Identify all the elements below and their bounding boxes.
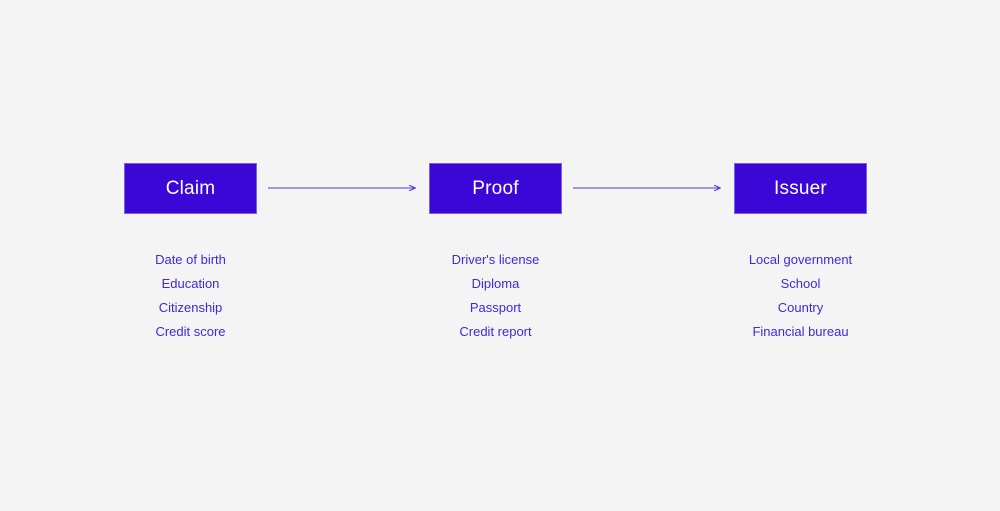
list-item: Citizenship xyxy=(158,300,223,315)
list-item: Diploma xyxy=(471,276,520,291)
list-item: Local government xyxy=(748,252,853,267)
connector-claim-to-proof xyxy=(268,181,423,195)
list-item: Financial bureau xyxy=(752,324,849,339)
list-item: Driver's license xyxy=(451,252,540,267)
node-column-issuer: Issuer Local government School Country F… xyxy=(734,163,867,344)
node-label-claim: Claim xyxy=(165,178,216,199)
list-item: Credit score xyxy=(155,324,226,339)
connector-proof-to-issuer xyxy=(573,181,728,195)
list-item: Education xyxy=(161,276,220,291)
list-item: Date of birth xyxy=(155,252,226,267)
node-label-issuer: Issuer xyxy=(774,178,827,199)
node-column-claim: Claim Date of birth Education Citizenshi… xyxy=(124,163,257,344)
node-column-proof: Proof Driver's license Diploma Passport … xyxy=(429,163,562,344)
item-list-proof: Driver's license Diploma Passport Credit… xyxy=(429,248,562,344)
item-list-claim: Date of birth Education Citizenship Cred… xyxy=(124,248,257,344)
node-box-issuer[interactable]: Issuer xyxy=(734,163,867,214)
list-item: School xyxy=(780,276,821,291)
list-item: Passport xyxy=(469,300,522,315)
node-label-proof: Proof xyxy=(472,178,519,199)
list-item: Country xyxy=(777,300,824,315)
node-box-claim[interactable]: Claim xyxy=(124,163,257,214)
item-list-issuer: Local government School Country Financia… xyxy=(734,248,867,344)
node-box-proof[interactable]: Proof xyxy=(429,163,562,214)
list-item: Credit report xyxy=(459,324,532,339)
